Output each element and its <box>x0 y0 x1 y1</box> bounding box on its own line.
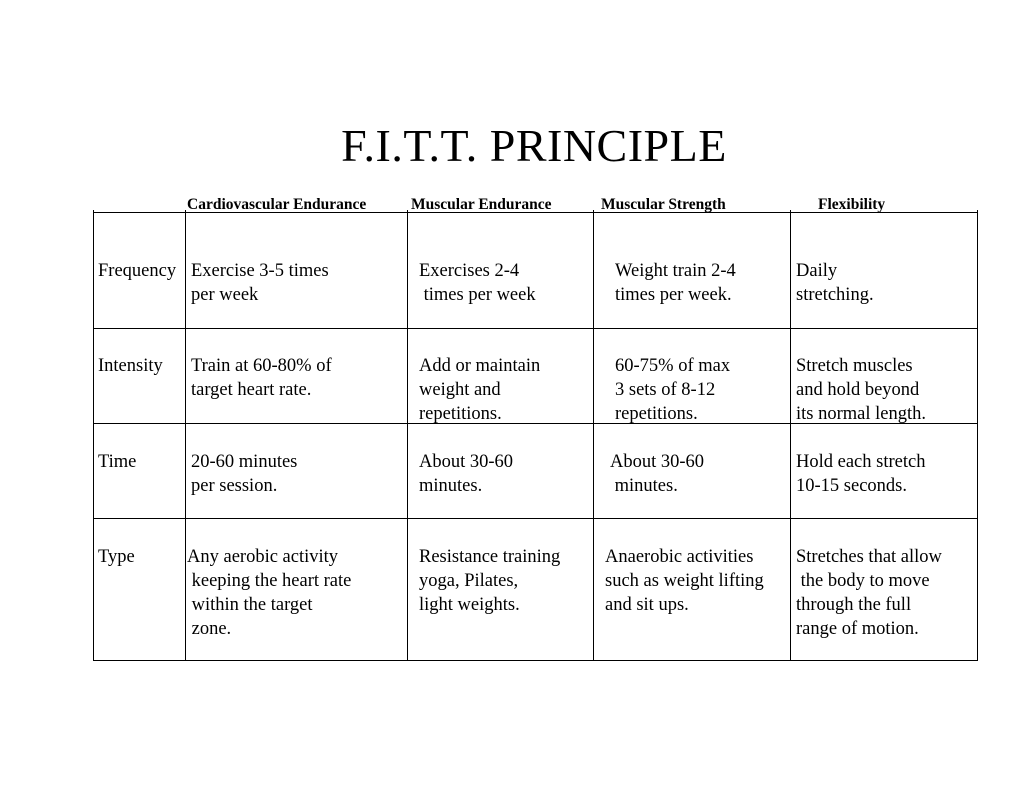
table-border-top <box>93 212 978 213</box>
column-divider <box>593 210 594 660</box>
cell-time-cardiovascular: 20-60 minutes per session. <box>191 452 298 496</box>
row-label-type: Type <box>98 547 135 567</box>
cell-intensity-muscular-strength: 60-75% of max 3 sets of 8-12 repetitions… <box>615 356 731 424</box>
cell-time-muscular-strength: About 30-60 minutes. <box>610 452 705 496</box>
cell-type-cardiovascular: Any aerobic activity keeping the heart r… <box>187 547 352 639</box>
column-divider <box>407 210 408 660</box>
cell-time-flexibility: Hold each stretch 10-15 seconds. <box>796 452 926 496</box>
cell-type-muscular-strength: Anaerobic activities such as weight lift… <box>605 547 764 615</box>
row-label-frequency: Frequency <box>98 261 177 281</box>
cell-frequency-cardiovascular: Exercise 3-5 times per week <box>191 261 329 305</box>
cell-intensity-flexibility: Stretch muscles and hold beyond its norm… <box>796 356 926 424</box>
row-divider <box>93 518 978 519</box>
row-label-time: Time <box>98 452 137 472</box>
column-header-muscular-endurance: Muscular Endurance <box>411 196 552 213</box>
cell-intensity-cardiovascular: Train at 60-80% of target heart rate. <box>191 356 332 400</box>
table-border-right <box>977 210 978 660</box>
row-divider <box>93 423 978 424</box>
cell-type-flexibility: Stretches that allow the body to move th… <box>796 547 942 639</box>
column-divider <box>185 210 186 660</box>
table-border-bottom <box>93 660 978 661</box>
cell-frequency-muscular-endurance: Exercises 2-4 times per week <box>419 261 536 305</box>
column-header-flexibility: Flexibility <box>818 196 886 213</box>
column-header-muscular-strength: Muscular Strength <box>601 196 726 213</box>
page-title: F.I.T.T. PRINCIPLE <box>341 120 727 171</box>
cell-frequency-muscular-strength: Weight train 2-4 times per week. <box>615 261 736 305</box>
row-divider <box>93 328 978 329</box>
table-border-left <box>93 210 94 660</box>
column-header-cardiovascular-endurance: Cardiovascular Endurance <box>187 196 367 213</box>
cell-type-muscular-endurance: Resistance training yoga, Pilates, light… <box>419 547 561 615</box>
column-divider <box>790 210 791 660</box>
cell-intensity-muscular-endurance: Add or maintain weight and repetitions. <box>419 356 541 424</box>
cell-frequency-flexibility: Daily stretching. <box>796 261 874 305</box>
row-label-intensity: Intensity <box>98 356 163 376</box>
cell-time-muscular-endurance: About 30-60 minutes. <box>419 452 514 496</box>
